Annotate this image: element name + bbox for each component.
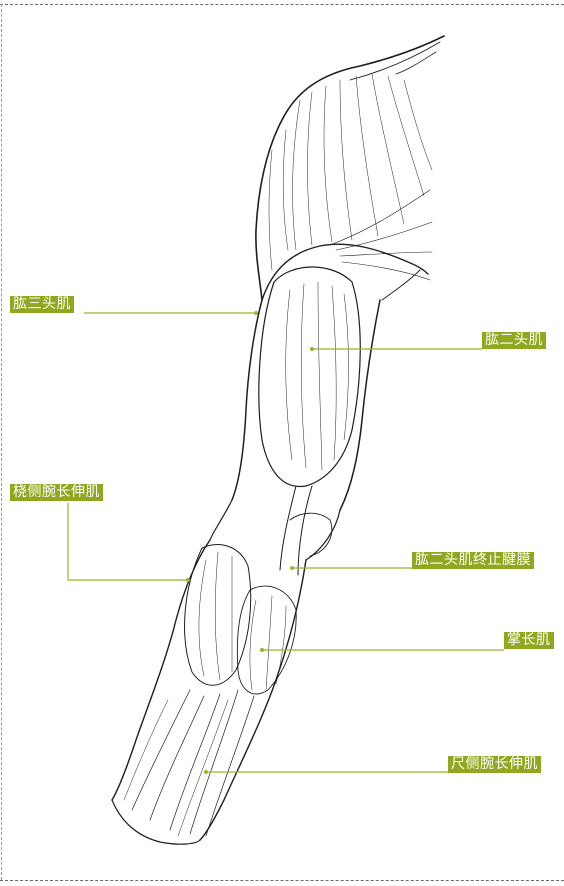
label-biceps-aponeurosis: 肱二头肌终止腱膜 — [412, 552, 534, 569]
triceps-outline — [232, 300, 262, 500]
leader-dot-triceps — [254, 311, 258, 315]
leader-dot-biceps-aponeurosis — [290, 566, 294, 570]
forearm-outer-edge — [112, 540, 210, 800]
leader-dot-biceps — [310, 347, 314, 351]
label-brachioradialis: 桡侧腕长伸肌 — [10, 484, 103, 501]
label-biceps: 肱二头肌 — [482, 332, 546, 349]
label-palmaris-longus: 掌长肌 — [504, 632, 554, 649]
deltoid-outline — [256, 36, 444, 300]
leader-brachioradialis — [68, 503, 188, 580]
label-triceps: 肱三头肌 — [10, 296, 74, 313]
leader-dot-extensor-carpi-ulnaris — [204, 770, 208, 774]
leader-dot-brachioradialis — [186, 578, 190, 582]
biceps-outline — [259, 267, 360, 487]
leader-dot-palmaris-longus — [260, 648, 264, 652]
label-extensor-carpi-ulnaris: 尺侧腕长伸肌 — [448, 756, 541, 773]
biceps-tendon — [280, 486, 312, 575]
